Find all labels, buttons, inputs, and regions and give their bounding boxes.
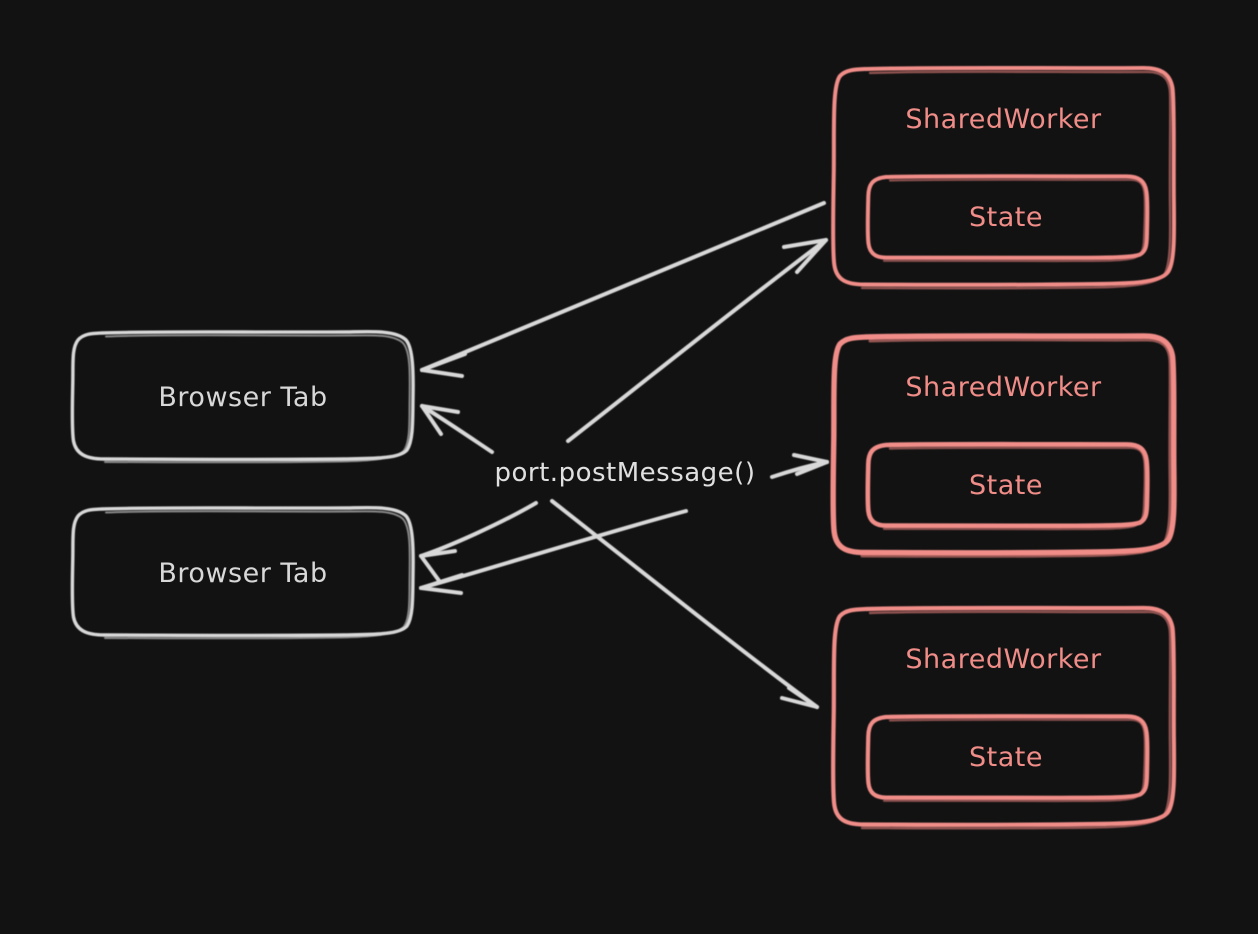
arrow-hub-to-worker1 [566,238,828,443]
shared-worker-2-outline-echo [860,338,1172,558]
shared-worker-2-state-box-echo [882,446,1147,531]
node-shared-worker-3[interactable] [830,605,1177,830]
arrow-worker1-to-tab1 [420,201,826,378]
shared-worker-3-state-box [865,714,1150,801]
browser-tab-1-outline-echo [104,334,411,464]
shared-worker-1-state-box-echo [882,178,1146,263]
shared-worker-2-state-box [865,441,1150,529]
node-shared-worker-1[interactable] [831,65,1177,290]
node-browser-tab-2[interactable] [70,505,415,640]
arrow-hub-to-tab2 [419,501,538,584]
shared-worker-1-state-box [865,174,1150,260]
shared-worker-1-outline [831,65,1177,287]
arrow-hub-to-tab1 [420,404,494,454]
shared-worker-3-outline-echo [860,610,1172,830]
arrow-hub-to-worker2 [770,453,829,479]
arrow-hub-to-worker3 [550,499,819,709]
node-browser-tab-1[interactable] [70,329,415,464]
arrow-group [419,201,829,709]
browser-tab-1-outline [70,329,415,462]
shared-worker-3-outline [830,605,1177,827]
shared-worker-1-outline-echo [860,70,1172,290]
node-shared-worker-2[interactable] [830,333,1177,558]
shared-worker-3-state-box-echo [882,718,1146,803]
arrow-worker2side-to-tab2 [419,509,688,595]
browser-tab-2-outline-echo [104,510,411,640]
shared-worker-2-outline [830,333,1177,556]
browser-tab-2-outline [70,505,415,638]
